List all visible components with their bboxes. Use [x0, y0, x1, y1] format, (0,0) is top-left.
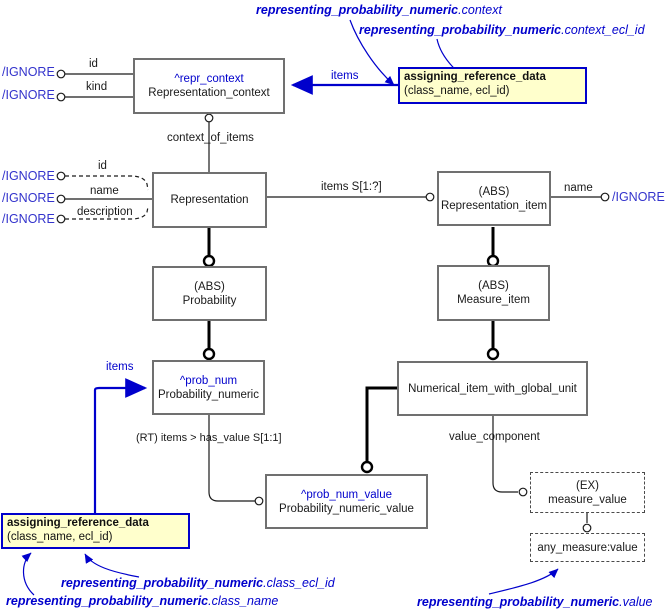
line-rep-id-dashed — [65, 175, 149, 191]
line-numerical-probnumvalue — [365, 386, 397, 461]
node-abs: (ABS) — [478, 185, 510, 198]
edge-label-rep-id: id — [98, 160, 107, 172]
edge-label-item-name: name — [564, 182, 593, 194]
curve-class-name — [21, 552, 35, 596]
node-label: Probability — [182, 294, 237, 307]
note-params: (class_name, ecl_id) — [7, 531, 113, 543]
ignore-ref-rep-description: /IGNORE — [2, 212, 55, 226]
node-abs: (ABS) — [194, 280, 225, 293]
node-label: Probability_numeric_value — [279, 502, 414, 515]
node-probability-numeric[interactable]: ^prob_num Probability_numeric — [152, 360, 265, 415]
node-label: Numerical_item_with_global_unit — [408, 382, 577, 395]
edge-label-items-bottom: items — [106, 361, 134, 373]
curve-context — [349, 19, 395, 86]
edge-label-rep-name: name — [90, 185, 119, 197]
line-rep-description-dashed — [65, 206, 149, 220]
curve-value — [488, 568, 559, 595]
node-label: Measure_item — [457, 294, 530, 306]
node-measure-value[interactable]: (EX) measure_value — [530, 472, 645, 513]
relation-circles — [56, 69, 610, 533]
node-representation-item[interactable]: (ABS) Representation_item — [437, 171, 551, 226]
annotation-attr: .value — [619, 595, 653, 609]
subtype-circles — [202, 254, 500, 474]
node-representation-context[interactable]: ^repr_context Representation_context — [133, 58, 285, 114]
note-title: assigning_reference_data — [7, 517, 149, 529]
ignore-ref-rep-id: /IGNORE — [2, 169, 55, 183]
note-title: assigning_reference_data — [404, 71, 546, 83]
node-abs: (ABS) — [478, 280, 509, 292]
node-numerical-item-with-global-unit[interactable]: Numerical_item_with_global_unit — [397, 361, 588, 416]
annotation-attr: .context — [458, 3, 502, 17]
ignore-ref-rep-name: /IGNORE — [2, 191, 55, 205]
annotation-class-ecl-id: representing_probability_numeric.class_e… — [61, 576, 335, 590]
annotation-context: representing_probability_numeric.context — [256, 3, 502, 17]
annotation-entity: representing_probability_numeric — [256, 3, 459, 17]
annotation-attr: .class_ecl_id — [263, 576, 335, 590]
annotation-context-ecl-id: representing_probability_numeric.context… — [359, 23, 645, 37]
edge-label-value-component: value_component — [449, 431, 540, 443]
edge-label-context-of-items: context_of_items — [167, 132, 254, 144]
node-alias: ^repr_context — [174, 73, 244, 85]
ignore-ref-id: /IGNORE — [2, 65, 55, 79]
node-probability-numeric-value[interactable]: ^prob_num_value Probability_numeric_valu… — [265, 474, 428, 529]
node-label: Representation — [170, 194, 249, 206]
annotation-entity: representing_probability_numeric — [6, 594, 209, 608]
note-params: (class_name, ecl_id) — [404, 85, 510, 97]
annotation-attr: .class_name — [208, 594, 279, 608]
blue-arrows — [21, 19, 559, 596]
annotation-class-name: representing_probability_numeric.class_n… — [6, 594, 278, 608]
edge-label-rt-has-value: (RT) items > has_value S[1:1] — [136, 432, 282, 444]
node-alias: ^prob_num — [179, 374, 238, 387]
ignore-ref-kind: /IGNORE — [2, 88, 55, 102]
annotation-entity: representing_probability_numeric — [417, 595, 620, 609]
note-assigning-reference-data-bottom[interactable]: assigning_reference_data (class_name, ec… — [1, 513, 190, 549]
attribute-lines — [65, 73, 601, 523]
node-measure-item[interactable]: (ABS) Measure_item — [437, 265, 550, 321]
supertype-lines — [207, 227, 495, 461]
node-label: Representation_item — [440, 199, 548, 212]
ignore-ref-item-name: /IGNORE — [612, 190, 665, 204]
node-label: Probability_numeric — [158, 388, 259, 401]
node-alias: ^prob_num_value — [300, 488, 393, 501]
arrow-items-bottom — [93, 378, 148, 513]
node-label: measure_value — [548, 493, 627, 506]
annotation-entity: representing_probability_numeric — [359, 23, 562, 37]
node-label: any_measure:value — [537, 541, 638, 554]
node-any-measure-value[interactable]: any_measure:value — [530, 533, 645, 562]
edge-label-kind: kind — [86, 81, 108, 93]
node-probability[interactable]: (ABS) Probability — [152, 266, 267, 321]
note-assigning-reference-data-top[interactable]: assigning_reference_data (class_name, ec… — [398, 67, 587, 104]
curve-class-ecl-id — [84, 553, 140, 578]
edge-label-items-top: items — [331, 70, 359, 82]
node-representation[interactable]: Representation — [152, 172, 267, 228]
edge-label-items-set: items S[1:?] — [321, 181, 382, 193]
line-value-component — [492, 416, 518, 493]
annotation-value: representing_probability_numeric.value — [417, 595, 653, 609]
edge-label-id-top: id — [89, 58, 98, 70]
line-rt-has-value — [208, 415, 255, 502]
node-label: Representation_context — [148, 87, 270, 99]
annotation-entity: representing_probability_numeric — [61, 576, 264, 590]
annotation-attr: .context_ecl_id — [561, 23, 645, 37]
edge-label-description: description — [77, 206, 133, 218]
node-ex: (EX) — [576, 479, 599, 492]
